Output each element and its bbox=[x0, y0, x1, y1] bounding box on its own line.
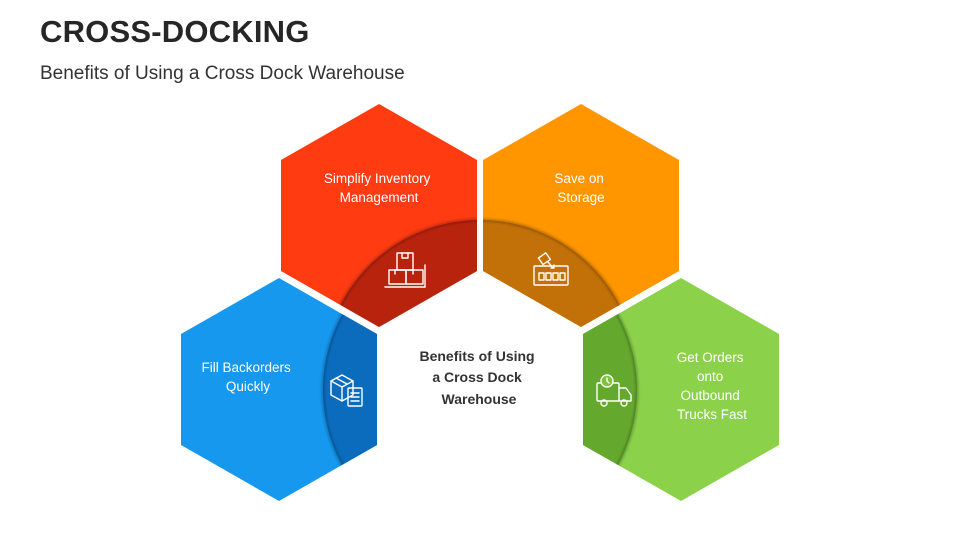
benefit-trucks-label: Get Orders onto Outbound Trucks Fast bbox=[677, 350, 748, 422]
benefit-storage-label: Save on Storage bbox=[554, 171, 607, 205]
center-label: Benefits of Using a Cross Dock Warehouse bbox=[419, 348, 538, 407]
benefit-inventory-label: Simplify Inventory Management bbox=[324, 171, 434, 205]
benefit-trucks: Get Orders onto Outbound Trucks Fast bbox=[583, 278, 779, 501]
page-title: CROSS-DOCKING bbox=[40, 14, 310, 49]
benefit-backorders: Fill Backorders Quickly bbox=[181, 278, 377, 501]
delivery-truck-icon bbox=[596, 374, 632, 407]
storage-shelf-icon bbox=[533, 252, 569, 286]
arc-shade-inventory bbox=[323, 220, 477, 327]
boxes-on-cart-icon bbox=[384, 252, 426, 288]
benefit-storage: Save on Storage bbox=[483, 104, 679, 327]
benefit-inventory: Simplify Inventory Management bbox=[281, 104, 477, 327]
benefit-backorders-label: Fill Backorders Quickly bbox=[201, 360, 294, 394]
arc-shade-storage bbox=[483, 220, 637, 327]
hexagon-backorders bbox=[181, 278, 377, 501]
hexagon-trucks bbox=[583, 278, 779, 501]
page-subtitle: Benefits of Using a Cross Dock Warehouse bbox=[40, 63, 405, 84]
box-checklist-icon bbox=[330, 374, 363, 407]
